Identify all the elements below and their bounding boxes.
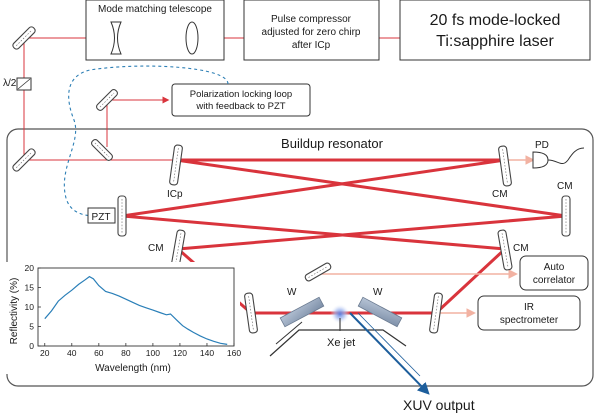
polarization-line-1: Polarization locking loop <box>190 89 292 100</box>
half-wave-label: λ/2 <box>3 78 17 89</box>
ti-sapphire-laser-box <box>399 0 591 61</box>
xe-jet-label: Xe jet <box>327 337 355 349</box>
buildup-resonator-enclosure <box>6 128 594 387</box>
laser-line-1: 20 fs mode-locked <box>430 12 561 29</box>
x-tick-label: 140 <box>200 348 214 358</box>
polarization-line-2: with feedback to PZT <box>195 101 285 112</box>
inset-chart-frame <box>5 262 240 374</box>
resonator-title: Buildup resonator <box>281 136 384 151</box>
reflectivity-curve <box>44 275 228 345</box>
pzt-box <box>87 207 116 224</box>
xuv-output-beam <box>349 312 430 395</box>
output-beams <box>318 155 535 318</box>
inset-ticks: 20 40 60 80 100 120 140 160 0 5 10 15 20 <box>25 263 242 358</box>
x-tick-label: 160 <box>227 348 241 358</box>
pulse-compressor-line-1: Pulse compressor <box>271 14 352 25</box>
concave-lens-icon <box>110 21 122 55</box>
vacuum-chamber-inner <box>275 321 303 345</box>
cm-label-left: CM <box>148 243 164 254</box>
y-tick-label: 5 <box>29 322 34 332</box>
ir-spectrometer-line-2: spectrometer <box>500 315 559 326</box>
pzt-label: PZT <box>92 212 111 223</box>
polarization-locking-box <box>171 83 311 117</box>
pd-label: PD <box>535 140 549 151</box>
brewster-window-left <box>279 296 325 328</box>
vacuum-chamber-outline <box>269 329 407 357</box>
x-tick-label: 80 <box>121 348 131 358</box>
x-tick-label: 120 <box>173 348 187 358</box>
inset-xlabel: Wavelength (nm) <box>95 363 171 374</box>
xuv-output-beam-edge <box>357 312 421 377</box>
pulse-compressor-line-3: after ICp <box>292 40 331 51</box>
mode-matching-telescope-box <box>85 0 225 61</box>
telescope-label: Mode matching telescope <box>98 4 212 15</box>
autocorrelator-line-1: Auto <box>544 262 565 273</box>
cm-label-mid-right: CM <box>557 181 573 192</box>
photodiode-icon <box>532 151 549 169</box>
half-wave-plate-slash <box>17 78 31 90</box>
laser-line-2: Ti:sapphire laser <box>436 33 554 50</box>
w-label-left: W <box>287 287 297 298</box>
convex-lens-icon <box>185 21 199 55</box>
y-tick-label: 20 <box>25 263 35 273</box>
cm-mirror-lower-right <box>497 229 513 271</box>
ir-spectrometer-line-1: IR <box>524 302 534 313</box>
xe-jet-glow <box>330 304 350 324</box>
x-tick-label: 100 <box>146 348 160 358</box>
pickoff-mirror-upper <box>96 89 118 111</box>
pulse-compressor-line-2: adjusted for zero chirp <box>262 27 361 38</box>
cm-mirror-mid-right <box>561 195 571 237</box>
cm-mirror-top-right <box>498 145 512 187</box>
icp-label: ICp <box>167 189 183 200</box>
y-tick-label: 0 <box>29 341 34 351</box>
w-label-right: W <box>373 287 383 298</box>
y-tick-label: 10 <box>25 302 35 312</box>
focusing-mirror-left <box>244 292 258 334</box>
autocorrelator-box <box>519 255 589 291</box>
reflectivity-inset-chart: 20 40 60 80 100 120 140 160 0 5 10 15 20 Wavelength … <box>5 262 241 374</box>
inset-ylabel: Reflectivity (%) <box>9 278 20 345</box>
pickoff-mirror-autocorrelator <box>304 262 332 282</box>
cm-label-top-right: CM <box>492 189 508 200</box>
x-tick-label: 20 <box>40 348 50 358</box>
brewster-window-right <box>357 296 403 328</box>
cm-label-lower-right: CM <box>513 243 529 254</box>
y-tick-label: 15 <box>25 283 35 293</box>
x-tick-label: 60 <box>94 348 104 358</box>
pulse-compressor-box <box>243 0 380 61</box>
pzt-mirror <box>117 195 127 237</box>
autocorrelator-line-2: correlator <box>533 275 576 286</box>
focusing-mirror-right <box>429 292 443 334</box>
ir-spectrometer-box <box>477 295 581 331</box>
mirror-left-lower <box>12 148 36 172</box>
input-coupler-mirror <box>169 144 183 186</box>
xuv-output-label: XUV output <box>403 397 475 413</box>
pickoff-mirror-lower <box>91 139 113 161</box>
mirror-top-left <box>12 26 36 50</box>
x-tick-label: 40 <box>67 348 77 358</box>
photodiode-cable <box>547 147 585 165</box>
